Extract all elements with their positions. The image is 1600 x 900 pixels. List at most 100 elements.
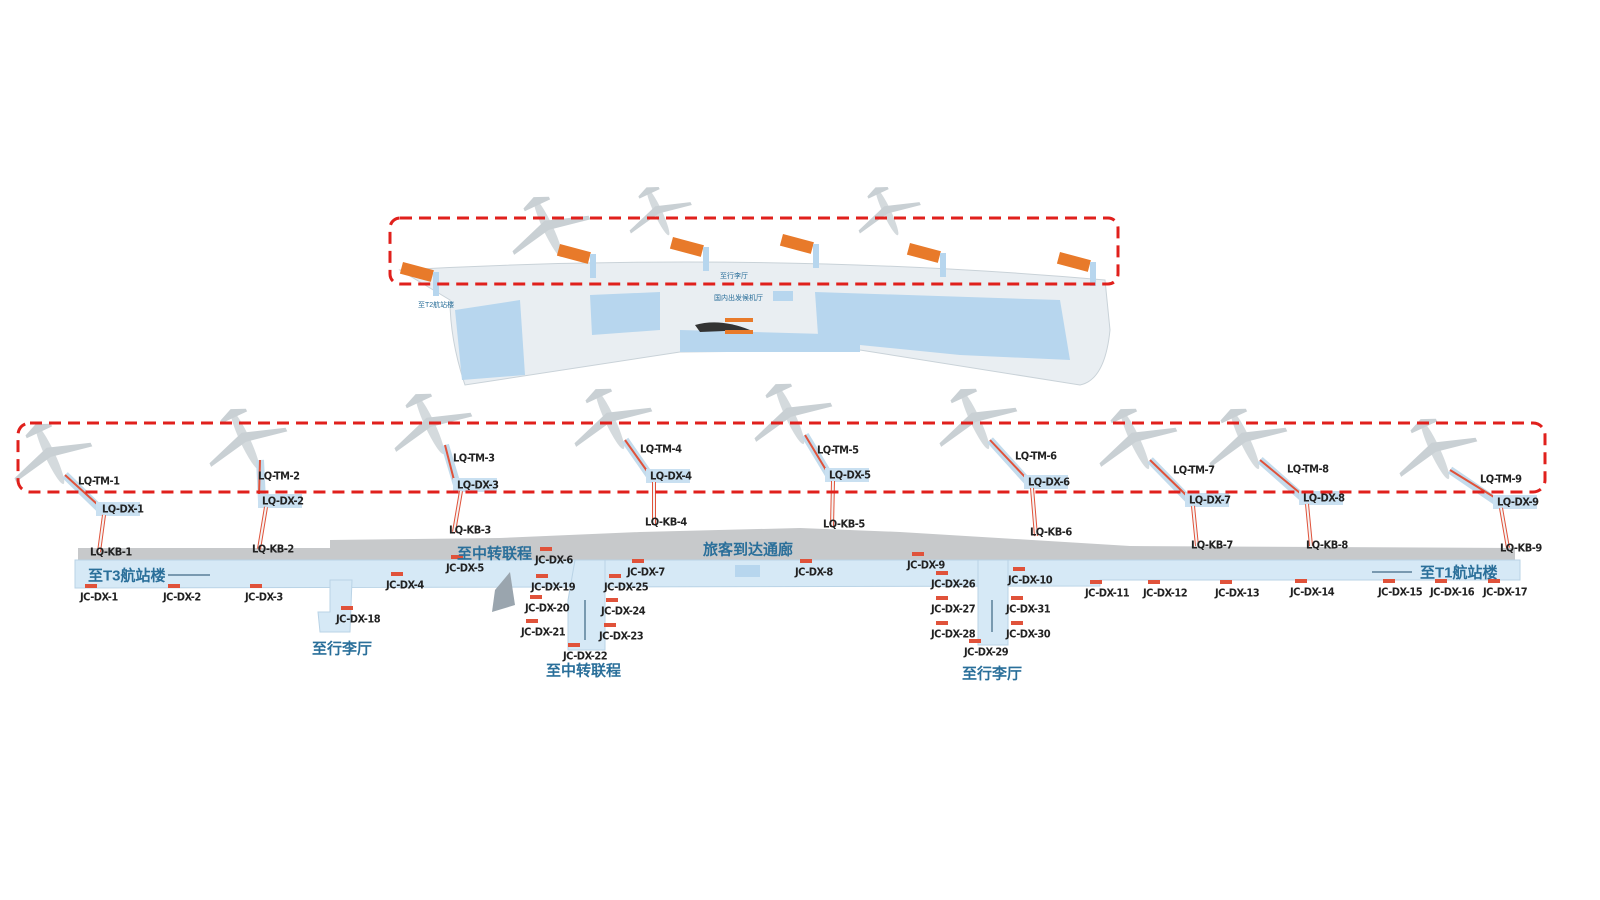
jet-bridge: [989, 439, 1026, 478]
jet-bridge: [444, 444, 455, 481]
door-marker: [391, 572, 403, 576]
door-marker: [530, 595, 542, 599]
corridor-door-label: JC-DX-25: [604, 580, 649, 594]
door-marker: [341, 606, 353, 610]
remote-stand-label: LQ-KB-7: [1191, 538, 1233, 552]
door-marker: [536, 574, 548, 578]
remote-stand-label: LQ-TM-2: [258, 469, 300, 483]
door-marker: [604, 623, 616, 627]
remote-stand-label: LQ-KB-6: [1030, 525, 1072, 539]
door-marker: [168, 584, 180, 588]
door-marker: [85, 584, 97, 588]
corridor-door-label: JC-DX-30: [1006, 627, 1051, 641]
highlight-box-top: [388, 216, 1120, 286]
corridor-door-label: JC-DX-29: [964, 645, 1009, 659]
direction-label: 至T1航站楼: [1420, 564, 1498, 582]
gate-block: [779, 234, 814, 254]
corridor-door-label: JC-DX-8: [795, 565, 833, 579]
hall-block: [590, 292, 660, 335]
airplane-icon: [754, 383, 833, 445]
gate-block: [556, 243, 591, 264]
corridor-door-label: JC-DX-21: [521, 625, 566, 639]
corridor-door-label: JC-DX-26: [931, 577, 976, 591]
airplane-icon: [858, 186, 921, 236]
door-marker: [606, 598, 618, 602]
corridor-door-label: JC-DX-18: [336, 612, 381, 626]
jet-bridge: [804, 434, 827, 471]
door-marker: [936, 571, 948, 575]
airplane-icon: [1099, 408, 1178, 470]
door-marker: [1295, 579, 1307, 583]
jet-bridge: [258, 459, 261, 497]
remote-stand-label: LQ-TM-7: [1173, 463, 1215, 477]
airplane-icon: [629, 186, 692, 236]
corridor-doors: [85, 547, 1500, 647]
remote-stand-label: LQ-DX-2: [262, 494, 304, 508]
corridor-door-label: JC-DX-24: [601, 604, 646, 618]
remote-stand-label: LQ-TM-3: [453, 451, 495, 465]
direction-label: 旅客到达通廊: [703, 541, 794, 559]
remote-stand-label: LQ-TM-9: [1480, 472, 1522, 486]
airplane-icon: [394, 393, 473, 455]
airplane-icon: [14, 423, 93, 485]
door-marker: [250, 584, 262, 588]
door-marker: [912, 552, 924, 556]
door-marker: [1488, 579, 1500, 583]
remote-stand-label: LQ-DX-3: [457, 478, 499, 492]
escalator: [695, 322, 750, 332]
remote-stand-label: LQ-DX-1: [102, 502, 144, 516]
direction-label: 至行李厅: [312, 640, 373, 658]
corridor-door-label: JC-DX-13: [1215, 586, 1260, 600]
corridor-door-label: JC-DX-1: [80, 590, 118, 604]
remote-stand-label: LQ-KB-3: [449, 523, 491, 537]
corridor-door-label: JC-DX-17: [1483, 585, 1528, 599]
corridor-door-label: JC-DX-22: [563, 649, 608, 663]
top-view-label: 至T2航站楼: [418, 302, 455, 309]
corridor-door-label: JC-DX-5: [446, 561, 484, 575]
remote-stand-label: LQ-DX-7: [1189, 493, 1231, 507]
corridor-door-label: JC-DX-4: [386, 578, 424, 592]
top-terminal-view: [398, 261, 1111, 386]
corridor-door-label: JC-DX-7: [627, 565, 665, 579]
remote-stand-label: LQ-DX-8: [1303, 491, 1345, 505]
door-marker: [451, 555, 463, 559]
corridor-door-label: JC-DX-16: [1430, 585, 1475, 599]
door-marker: [1383, 579, 1395, 583]
airplane-icon: [574, 388, 653, 450]
direction-label: 至行李厅: [962, 665, 1023, 683]
direction-label: 至中转联程: [457, 545, 533, 563]
corridor-door-label: JC-DX-14: [1290, 585, 1335, 599]
door-marker: [1011, 621, 1023, 625]
door-marker: [1090, 580, 1102, 584]
door-marker: [936, 621, 948, 625]
jet-bridge: [1449, 469, 1495, 498]
corridor-door-label: JC-DX-11: [1085, 586, 1130, 600]
gate-block: [399, 262, 434, 282]
remote-stand-label: LQ-TM-1: [78, 474, 120, 488]
corridor-door-label: JC-DX-12: [1143, 586, 1188, 600]
corridor-door-label: JC-DX-3: [245, 590, 283, 604]
gate-block: [906, 242, 941, 263]
door-marker: [1435, 579, 1447, 583]
corridor-door-label: JC-DX-27: [931, 602, 976, 616]
door-marker: [540, 547, 552, 551]
airplane-icon: [1399, 418, 1478, 480]
remote-stand-label: LQ-KB-5: [823, 517, 865, 531]
hall-block: [455, 300, 525, 380]
remote-stand-label: LQ-TM-6: [1015, 449, 1057, 463]
corridor-door-label: JC-DX-28: [931, 627, 976, 641]
door-marker: [568, 643, 580, 647]
jet-bridge: [1259, 459, 1301, 494]
airplane-icon: [512, 196, 591, 258]
door-marker: [969, 639, 981, 643]
direction-label: 至T3航站楼: [88, 567, 166, 585]
remote-stand-label: LQ-DX-5: [829, 468, 871, 482]
corridor-door-label: JC-DX-15: [1378, 585, 1423, 599]
remote-stand-label: LQ-TM-8: [1287, 462, 1329, 476]
door-marker: [526, 619, 538, 623]
airplane-icon: [939, 388, 1018, 450]
door-marker: [1220, 580, 1232, 584]
top-view-label: 国内出发候机厅: [714, 295, 763, 302]
corridor-door-label: JC-DX-6: [535, 553, 573, 567]
airplane-icon: [209, 408, 288, 470]
